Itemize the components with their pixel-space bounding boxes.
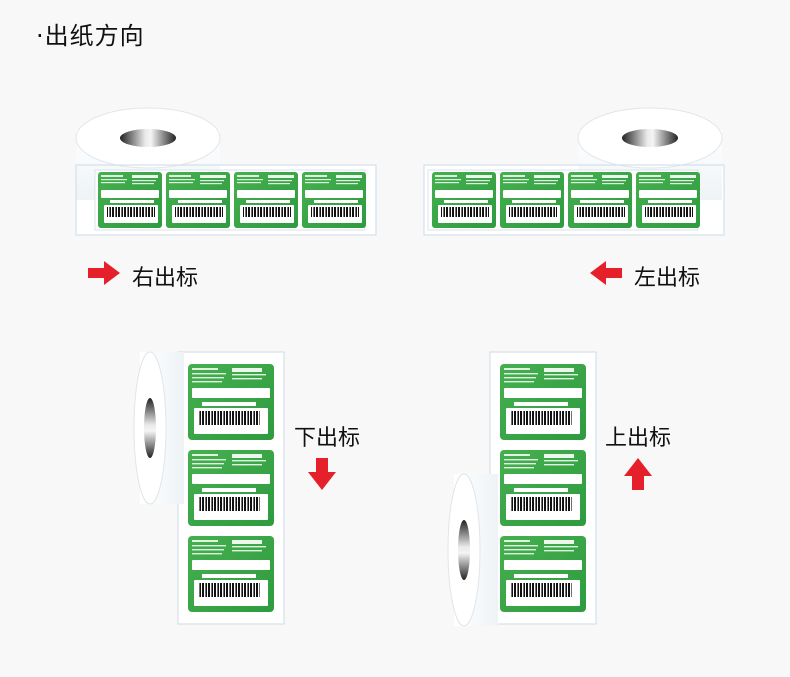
arrow-up-icon — [624, 458, 652, 490]
label-right-exit: 右出标 — [132, 266, 199, 291]
arrow-right-icon — [88, 261, 120, 285]
label-left-exit: 左出标 — [634, 266, 701, 291]
label-down-exit: 下出标 — [294, 426, 361, 451]
roll-right-exit — [75, 107, 377, 236]
arrow-down-icon — [308, 458, 336, 490]
arrow-left-icon — [590, 261, 622, 285]
roll-left-exit — [423, 107, 725, 236]
label-up-exit: 上出标 — [605, 426, 672, 451]
roll-up-exit — [447, 351, 597, 627]
roll-down-exit — [133, 351, 285, 625]
page-title: ·出纸方向 — [36, 22, 145, 50]
